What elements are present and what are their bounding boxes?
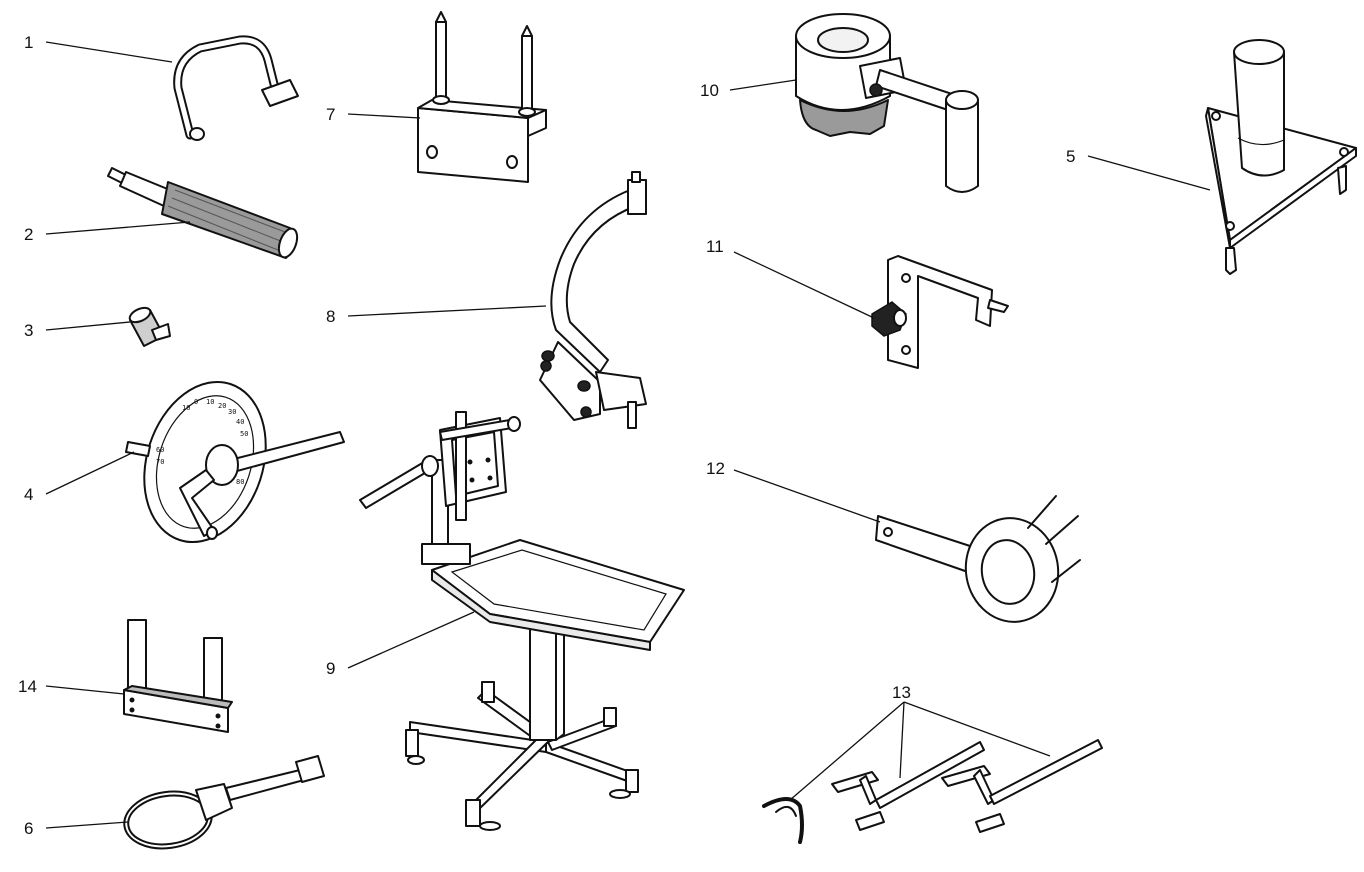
tool-1-crank-rod (173, 35, 299, 141)
tool-14-gauge (123, 619, 233, 733)
tool-2-knurled-handle (107, 167, 299, 259)
svg-text:80: 80 (236, 478, 244, 486)
tool-5-plate-with-post (1205, 39, 1357, 275)
tool-12-ring-tool (875, 495, 1081, 623)
tool-8-curved-bracket (539, 171, 647, 429)
tool-7-pin-bracket (417, 11, 547, 183)
svg-text:0: 0 (194, 398, 198, 406)
callout-9: 9 (326, 659, 335, 678)
tool-13-pin-set (762, 739, 1103, 844)
tool-4-degree-wheel: 10 0 10 20 30 40 50 60 70 80 (125, 380, 345, 544)
svg-text:50: 50 (240, 430, 248, 438)
callout-11: 11 (706, 237, 724, 256)
degree-scale: 10 0 10 20 30 40 50 60 70 80 (156, 398, 248, 486)
callout-2: 2 (24, 225, 33, 244)
svg-text:10: 10 (182, 404, 190, 412)
tool-11-knob-bracket (871, 255, 1009, 369)
callout-8: 8 (326, 307, 335, 326)
callout-13: 13 (892, 683, 911, 702)
callout-6: 6 (24, 819, 33, 838)
callout-12: 12 (706, 459, 725, 478)
svg-text:70: 70 (156, 458, 164, 466)
svg-text:40: 40 (236, 418, 244, 426)
svg-text:60: 60 (156, 446, 164, 454)
svg-text:30: 30 (228, 408, 236, 416)
tool-9-engine-stand (359, 411, 685, 831)
callout-4: 4 (24, 485, 33, 504)
tool-10-cylinder-holder (795, 13, 979, 193)
svg-text:10: 10 (206, 398, 214, 406)
callout-3: 3 (24, 321, 33, 340)
callout-14: 14 (18, 677, 37, 696)
tool-3-knurled-nut (128, 306, 171, 347)
leader-lines (45, 41, 1211, 829)
svg-text:20: 20 (218, 402, 226, 410)
callout-5: 5 (1066, 147, 1075, 166)
tool-6-strap-wrench (123, 755, 325, 850)
callout-10: 10 (700, 81, 719, 100)
callout-labels: 1 2 3 4 5 6 7 8 9 10 11 12 13 14 (18, 33, 1075, 838)
callout-7: 7 (326, 105, 335, 124)
callout-1: 1 (24, 33, 33, 52)
